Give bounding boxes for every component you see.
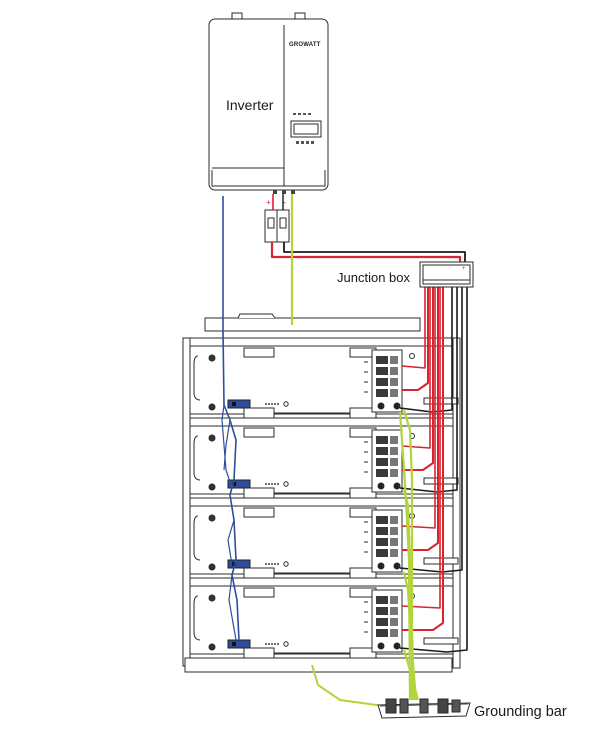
junction-box-cables [399, 287, 468, 653]
svg-text:+: + [462, 266, 466, 272]
junction-box-cable [399, 287, 463, 573]
junction-box: + [419, 261, 474, 288]
negative-main-cable [283, 242, 466, 262]
junction-box-label: Junction box [337, 270, 410, 285]
grounding-bar [377, 698, 471, 719]
junction-box-cable [402, 287, 439, 551]
battery-module [189, 337, 454, 419]
positive-main-cable [270, 242, 462, 262]
grounding-bar-label: Grounding bar [474, 704, 567, 720]
cables [221, 194, 466, 641]
svg-text:+: + [266, 198, 271, 207]
junction-box-cable [402, 287, 444, 631]
dc-breaker [264, 209, 290, 243]
battery-module [189, 417, 454, 499]
junction-box-cable [402, 287, 429, 391]
ground-cables [311, 409, 420, 709]
junction-box-cable [401, 287, 426, 369]
svg-text:-: - [283, 198, 286, 207]
battery-module [189, 497, 454, 579]
inverter [208, 12, 329, 194]
inverter-label: Inverter [226, 97, 274, 113]
junction-box-cable [401, 287, 441, 609]
inverter-display [290, 113, 322, 144]
junction-box-cable [399, 287, 458, 493]
inverter-brand-logo: GROWATT [289, 42, 321, 48]
junction-box-cable [399, 287, 468, 653]
